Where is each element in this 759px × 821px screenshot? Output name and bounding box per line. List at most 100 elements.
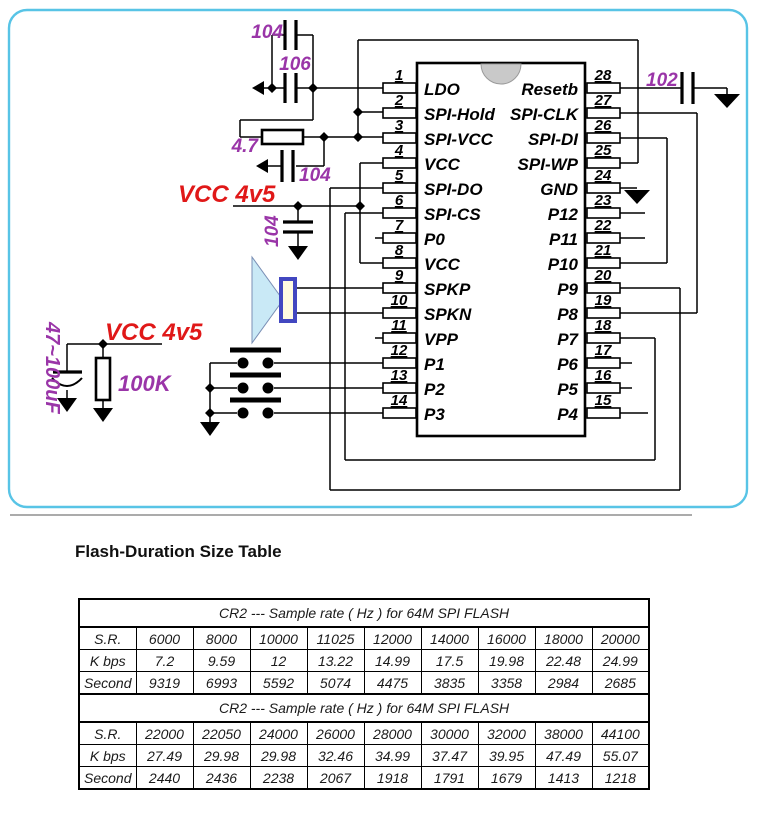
svg-text:SPI-DI: SPI-DI (528, 130, 579, 149)
row-label: Second (78, 766, 137, 790)
table-cell: 28000 (363, 721, 422, 745)
table-cell: 1413 (534, 766, 593, 790)
svg-text:SPI-CS: SPI-CS (424, 205, 481, 224)
table-cell: 11025 (306, 626, 365, 650)
table-cell: 17.5 (420, 649, 479, 672)
table-cell: 12000 (363, 626, 422, 650)
table-cell: 39.95 (477, 744, 536, 767)
svg-text:P6: P6 (557, 355, 578, 374)
svg-text:5: 5 (395, 167, 404, 184)
table-cell: 12 (249, 649, 308, 672)
svg-text:28: 28 (594, 67, 612, 84)
table-cell: 29.98 (192, 744, 251, 767)
table-section-header-row: CR2 --- Sample rate ( Hz ) for 64M SPI F… (78, 598, 650, 628)
flash-duration-table: CR2 --- Sample rate ( Hz ) for 64M SPI F… (78, 598, 651, 790)
label-cap-102: 102 (646, 70, 678, 91)
table-cell: 3835 (420, 671, 479, 695)
table-section-header: CR2 --- Sample rate ( Hz ) for 64M SPI F… (78, 598, 650, 628)
svg-text:19: 19 (595, 292, 612, 309)
table-cell: 5592 (249, 671, 308, 695)
table-cell: 1918 (363, 766, 422, 790)
table-cell: 30000 (420, 721, 479, 745)
svg-text:12: 12 (391, 342, 408, 359)
svg-text:P2: P2 (424, 380, 445, 399)
table-cell: 32.46 (306, 744, 365, 767)
label-cap-104-vcc: 104 (262, 215, 283, 247)
table-cell: 14.99 (363, 649, 422, 672)
label-cap-104-low: 104 (299, 165, 331, 186)
svg-text:SPI-Hold: SPI-Hold (424, 105, 495, 124)
svg-text:VPP: VPP (424, 330, 459, 349)
row-label: S.R. (78, 626, 137, 650)
svg-text:4: 4 (394, 142, 404, 159)
capacitor-plates (53, 20, 695, 374)
svg-text:18: 18 (595, 317, 612, 334)
svg-text:2: 2 (394, 92, 404, 109)
table-cell: 3358 (477, 671, 536, 695)
speaker-driver (279, 277, 297, 323)
table-cell: 2685 (591, 671, 650, 695)
push-button (230, 397, 281, 419)
table-cell: 37.47 (420, 744, 479, 767)
ic-chip-body (415, 61, 587, 438)
label-cap-106: 106 (279, 54, 311, 75)
table-cell: 44100 (591, 721, 650, 745)
svg-text:11: 11 (391, 317, 407, 334)
svg-text:17: 17 (595, 342, 612, 359)
table-cell: 13.22 (306, 649, 365, 672)
svg-text:VCC: VCC (424, 155, 461, 174)
table-cell: 2238 (249, 766, 308, 790)
ground-symbol (252, 81, 264, 95)
table-cell: 7.2 (135, 649, 194, 672)
label-res-100k: 100K (118, 371, 173, 396)
svg-text:16: 16 (595, 367, 612, 384)
svg-text:SPKN: SPKN (424, 305, 472, 324)
table-cell: 27.49 (135, 744, 194, 767)
table-cell: 6993 (192, 671, 251, 695)
row-label: Second (78, 671, 137, 695)
table-cell: 20000 (591, 626, 650, 650)
svg-text:23: 23 (594, 192, 612, 209)
svg-text:27: 27 (594, 92, 612, 109)
svg-text:24: 24 (594, 167, 612, 184)
table-cell: 18000 (534, 626, 593, 650)
table-cell: 2067 (306, 766, 365, 790)
ground-symbol (256, 159, 268, 173)
svg-text:VCC: VCC (424, 255, 461, 274)
table-cell: 24.99 (591, 649, 650, 672)
ground-symbol (714, 94, 740, 108)
svg-text:P4: P4 (557, 405, 578, 424)
table-cell: 14000 (420, 626, 479, 650)
svg-text:P7: P7 (557, 330, 579, 349)
push-button (230, 347, 281, 369)
label-res-4.7: 4.7 (231, 136, 260, 157)
svg-text:GND: GND (540, 180, 578, 199)
table-cell: 9.59 (192, 649, 251, 672)
table-cell: 10000 (249, 626, 308, 650)
table-cell: 2984 (534, 671, 593, 695)
svg-text:P1: P1 (424, 355, 445, 374)
svg-text:P3: P3 (424, 405, 445, 424)
svg-text:21: 21 (594, 242, 612, 259)
svg-text:LDO: LDO (424, 80, 460, 99)
